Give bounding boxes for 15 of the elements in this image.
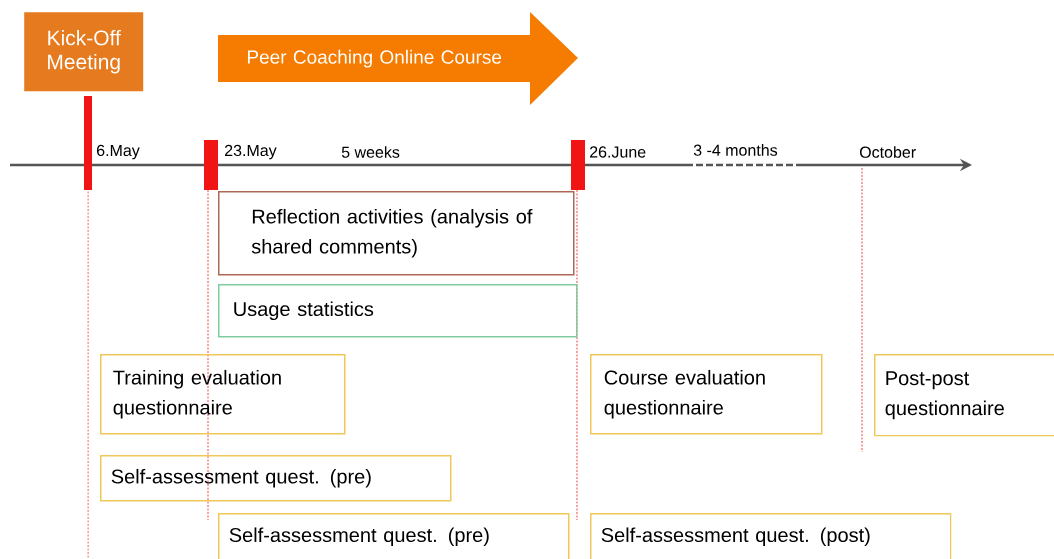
questionnaire-box: Self-assessment quest. (pre) (218, 513, 570, 559)
date-label: 26.June (590, 146, 646, 158)
questionnaire-box: Self-assessment quest. (pre) (100, 455, 452, 502)
date-label: 5 weeks (341, 146, 400, 158)
date-label: 23.May (225, 144, 277, 160)
date-label: October (859, 146, 916, 158)
date-label: 6.May (97, 144, 140, 160)
date-label: 3 -4 months (693, 144, 778, 156)
activity-box: Reflection activities (analysis of shared comments) (218, 191, 575, 276)
activity-box: Usage statistics (218, 284, 578, 338)
meeting-box: Kick-Off Meeting (24, 12, 144, 92)
questionnaire-box: Post-post questionnaire (874, 354, 1054, 437)
questionnaire-box: Self-assessment quest. (post) (590, 513, 952, 559)
questionnaire-box: Training evaluation questionnaire (100, 354, 346, 435)
questionnaire-box: Course evaluation questionnaire (590, 354, 823, 435)
